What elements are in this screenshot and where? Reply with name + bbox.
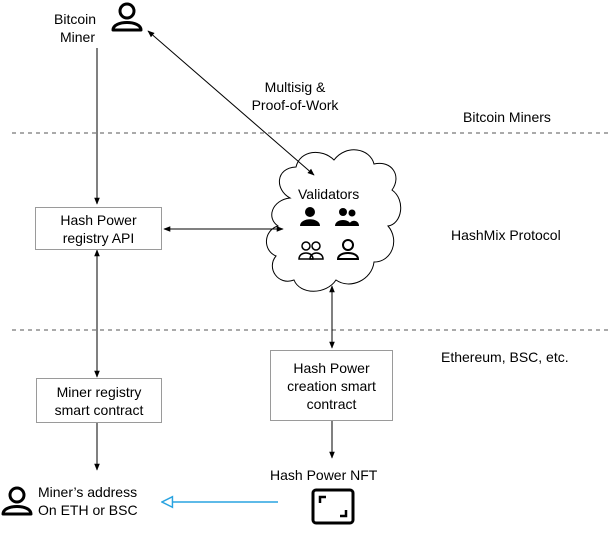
edge-label-line2: Proof-of-Work	[251, 97, 339, 113]
creation-line2: creation smart	[287, 377, 376, 394]
validator-users-outline-icon	[298, 241, 324, 260]
hash-power-nft-label: Hash Power NFT	[270, 467, 378, 483]
validators-cloud	[266, 149, 402, 292]
miner-address-line2: On ETH or BSC	[38, 502, 138, 518]
miner-registry-contract-box: Miner registry smart contract	[36, 378, 162, 423]
validator-user-outline-icon	[336, 239, 360, 260]
registry-api-line2: registry API	[62, 229, 135, 246]
validator-users-icon	[335, 208, 359, 226]
hash-power-registry-api-box: Hash Power registry API	[35, 207, 162, 250]
layer-label-bitcoin-miners: Bitcoin Miners	[463, 109, 551, 125]
bitcoin-miner-label: Bitcoin Miner	[54, 10, 96, 46]
edge-label-multisig-pow: Multisig & Proof-of-Work	[236, 78, 354, 114]
miner-address-user-icon	[1, 486, 33, 516]
miner-address-label: Miner’s address On ETH or BSC	[38, 483, 138, 519]
layer-label-ethereum-bsc: Ethereum, BSC, etc.	[441, 349, 569, 365]
registry-api-line1: Hash Power	[60, 211, 137, 228]
bitcoin-miner-user-icon	[111, 2, 143, 32]
bitcoin-miner-line1: Bitcoin	[54, 11, 97, 27]
nft-frame-icon	[311, 488, 355, 525]
validator-user-icon	[300, 207, 320, 226]
validators-title: Validators	[298, 186, 360, 202]
miner-address-line1: Miner’s address	[38, 484, 138, 500]
miner-registry-line1: Miner registry	[56, 383, 142, 400]
creation-line3: contract	[306, 395, 357, 412]
miner-registry-line2: smart contract	[54, 401, 144, 418]
edge-label-line1: Multisig &	[264, 79, 326, 95]
hash-power-creation-contract-box: Hash Power creation smart contract	[270, 350, 393, 421]
miner-validators-arrow	[147, 30, 315, 176]
creation-line1: Hash Power	[293, 359, 370, 376]
layer-label-hashmix-protocol: HashMix Protocol	[451, 227, 561, 243]
bitcoin-miner-line2: Miner	[60, 29, 96, 45]
